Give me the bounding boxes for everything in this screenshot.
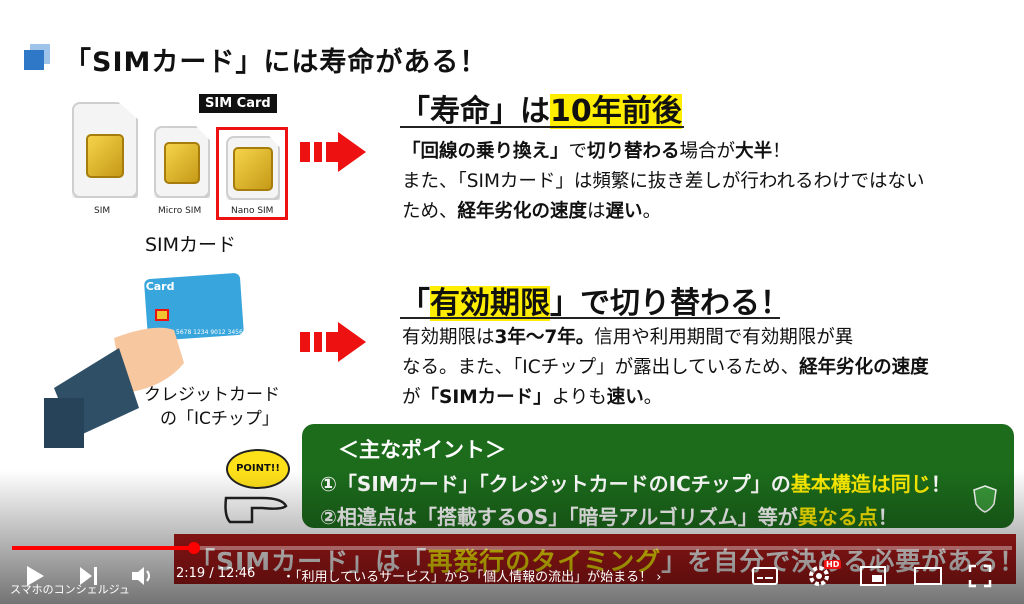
s2-text: 信用や利用期間で有効期限が異 — [594, 327, 854, 348]
slide-heading: 「SIMカード」には寿命がある！ — [64, 47, 488, 78]
right-arrow-icon — [300, 132, 366, 172]
section1-underline — [400, 126, 684, 128]
sim-caption: SIMカード — [145, 234, 237, 256]
chapter-title[interactable]: ・「利用しているサービス」から「個人情報の流出」が始まる！ › — [282, 570, 662, 585]
s2-text: 3年～7年。 — [494, 327, 595, 348]
s2-text: 切り替わる — [610, 286, 760, 321]
theater-mode-icon[interactable] — [914, 566, 942, 586]
section2-line1: 有効期限は3年～7年。信用や利用期間で有効期限が異 — [402, 324, 853, 352]
sim-micro-card — [154, 126, 210, 198]
s1-text: 経年劣化の速度 — [457, 201, 588, 222]
s1-text: 切り替わる — [587, 141, 680, 162]
section1-line2: また、「SIMカード」は頻繁に抜き差しが行われるわけではない — [402, 171, 925, 192]
section2-underline — [400, 317, 780, 319]
credit-caption-2: の「ICチップ」 — [160, 409, 279, 429]
kp-text: ②相違点は「搭載するOS」「暗号アルゴリズム」等が — [320, 505, 798, 529]
kp-text: 基本構造は同じ — [790, 472, 931, 496]
kp-text: ①「SIMカード」「クレジットカードのICチップ」の — [320, 472, 791, 496]
s1-text: 「回線の乗り換え」 — [402, 141, 569, 162]
sim-nano-card — [226, 136, 280, 200]
progress-scrubber[interactable] — [188, 542, 200, 554]
s1-text: 遅い — [605, 201, 643, 222]
section1-line3: ため、経年劣化の速度は遅い。 — [402, 198, 661, 226]
sim-label: SIM — [94, 206, 111, 216]
sim-standard-card — [72, 102, 138, 198]
s2-text: 「SIMカード」 — [420, 387, 552, 408]
key-point-1: ①「SIMカード」「クレジットカードのICチップ」の基本構造は同じ！ — [320, 468, 996, 497]
key-points-title: ＜主なポイント＞ — [338, 438, 506, 462]
section1-title-highlight: 10年前後 — [550, 94, 682, 129]
sim-chip-icon — [86, 134, 124, 178]
credit-caption-1: クレジットカード — [144, 385, 280, 405]
play-icon[interactable] — [24, 564, 46, 588]
credit-card-hand-illustration: 5678 1234 9012 3456 — [44, 273, 244, 448]
subtitles-icon[interactable] — [752, 566, 778, 586]
s1-text: ため、 — [402, 201, 458, 222]
micro-sim-label: Micro SIM — [158, 206, 202, 216]
s1-text: 大半 — [735, 141, 773, 162]
sim-chip-icon — [164, 142, 200, 184]
nano-sim-label: Nano SIM — [231, 206, 274, 216]
s2-text: が — [402, 387, 421, 408]
svg-text:5678 1234 9012 3456: 5678 1234 9012 3456 — [176, 329, 243, 336]
key-points-box: ＜主なポイント＞ ①「SIMカード」「クレジットカードのICチップ」の基本構造は… — [302, 424, 1014, 530]
sim-card-tag: SIM Card — [199, 94, 277, 113]
section2-title: 「有効期限」で切り替わる！ — [400, 278, 790, 322]
s2-text: 有効期限は — [402, 327, 495, 348]
heading-square-icon — [24, 44, 50, 70]
section2-title-highlight: 有効期限 — [430, 286, 550, 321]
progress-bar[interactable] — [12, 546, 1012, 550]
s2-text: 。 — [643, 387, 663, 408]
hd-badge: HD — [824, 560, 842, 569]
shield-logo-icon — [973, 485, 997, 513]
s2-text: 速い — [606, 387, 644, 408]
s1-text: 場合が — [679, 141, 736, 162]
section1-title-prefix: 「寿命」は — [400, 94, 550, 129]
s2-text: 」で — [550, 286, 610, 321]
key-point-2: ②相違点は「搭載するOS」「暗号アルゴリズム」等が異なる点！ — [320, 501, 996, 530]
s2-text: なる。また、「ICチップ」が露出しているため、 — [402, 357, 800, 378]
time-display: 2:19 / 12:46 — [176, 566, 256, 581]
next-icon[interactable] — [78, 564, 100, 588]
section2-line2: なる。また、「ICチップ」が露出しているため、経年劣化の速度 — [402, 354, 929, 382]
fullscreen-icon[interactable] — [968, 564, 992, 588]
s2-text: 「 — [400, 286, 430, 321]
nano-sim-highlight-frame — [216, 127, 288, 220]
volume-icon[interactable] — [130, 564, 156, 588]
pointing-hand-icon — [224, 496, 288, 524]
progress-played — [12, 546, 194, 550]
miniplayer-icon[interactable] — [860, 566, 886, 586]
sim-chip-icon — [233, 147, 273, 191]
s1-text: で — [568, 141, 588, 162]
s2-text: よりも — [551, 387, 607, 408]
right-arrow-icon — [300, 322, 366, 362]
s1-text: 。 — [642, 201, 662, 222]
s2-text: ！ — [760, 286, 790, 321]
channel-watermark: スマホのコンシェルジュ — [10, 583, 130, 596]
settings-gear-icon[interactable] — [806, 562, 832, 588]
section1-line1: 「回線の乗り換え」で切り替わる場合が大半！ — [402, 138, 791, 166]
s2-text: 経年劣化の速度 — [799, 357, 929, 378]
credit-card-label: Credit Card — [104, 280, 175, 293]
kp-text: ！ — [930, 472, 951, 496]
s1-text: ！ — [772, 141, 791, 162]
section2-line3: が「SIMカード」よりも速い。 — [402, 384, 662, 412]
point-bubble: POINT!! — [226, 449, 290, 489]
s1-text: は — [587, 201, 606, 222]
kp-text: ！ — [877, 505, 898, 529]
section1-title: 「寿命」は10年前後 — [400, 86, 682, 130]
kp-text: 異なる点 — [797, 505, 878, 529]
